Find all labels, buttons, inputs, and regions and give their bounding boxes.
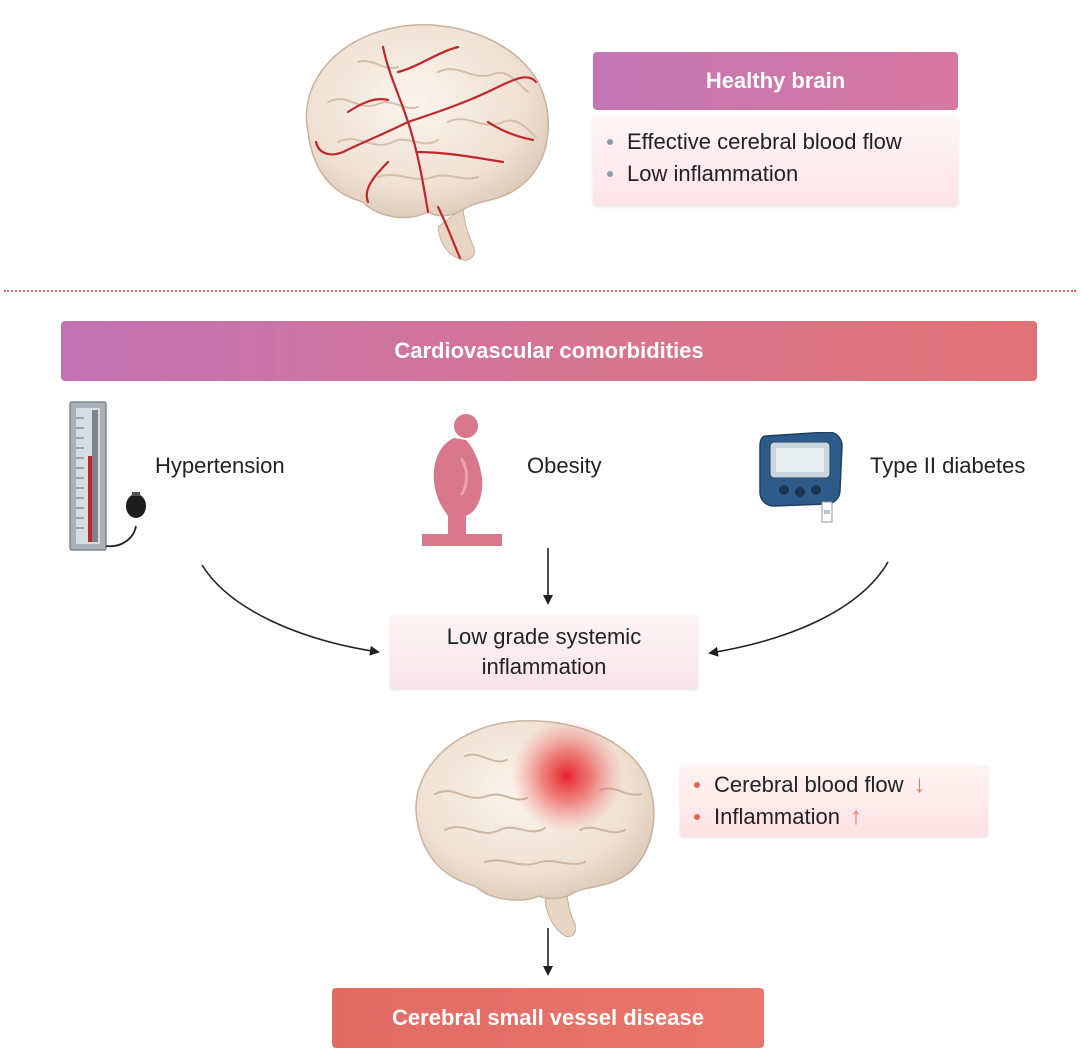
glucose-meter-icon (759, 432, 843, 523)
list-item-text: Inflammation (714, 804, 840, 829)
bullet-icon (607, 139, 613, 145)
systemic-inflammation-box: Low grade systemic inflammation (390, 615, 698, 689)
arrow-hypertension (201, 564, 380, 656)
cardiovascular-comorbidities-banner: Cardiovascular comorbidities (61, 321, 1037, 381)
bullet-icon (694, 814, 700, 820)
list-item: Low inflammation (593, 158, 958, 190)
diabetes-label: Type II diabetes (870, 453, 1026, 478)
sphygmomanometer-icon (69, 401, 146, 551)
list-item: Cerebral blood flow ↓ (680, 769, 988, 801)
cerebral-small-vessel-disease-box: Cerebral small vessel disease (332, 988, 764, 1048)
brain-healthy-illustration (305, 24, 550, 261)
arrow-up-icon: ↑ (849, 803, 862, 830)
list-item-text: Cerebral blood flow (714, 772, 904, 797)
hypertension-label: Hypertension (155, 453, 285, 478)
outcome-title: Cerebral small vessel disease (392, 1005, 704, 1030)
inflammation-line-1: Low grade systemic (446, 624, 642, 649)
obesity-figure-icon (422, 414, 502, 546)
list-item-text: Effective cerebral blood flow (627, 129, 902, 154)
list-item: Effective cerebral blood flow (593, 126, 958, 158)
obesity-label: Obesity (527, 453, 602, 478)
inflammation-line-2: inflammation (481, 654, 607, 679)
list-item: Inflammation ↑ (680, 801, 988, 833)
bullet-icon (607, 171, 613, 177)
brain-inflamed-illustration (415, 720, 655, 938)
arrow-down-icon: ↓ (913, 771, 926, 798)
healthy-brain-title: Healthy brain (705, 68, 846, 93)
disease-effects-list: Cerebral blood flow ↓ Inflammation ↑ (680, 765, 988, 837)
healthy-brain-header: Healthy brain (593, 52, 958, 110)
list-item-text: Low inflammation (627, 161, 799, 186)
section-divider (4, 290, 1076, 292)
banner-title: Cardiovascular comorbidities (394, 338, 704, 363)
healthy-brain-list: Effective cerebral blood flow Low inflam… (593, 116, 958, 206)
bullet-icon (694, 782, 700, 788)
arrow-diabetes (708, 561, 889, 657)
